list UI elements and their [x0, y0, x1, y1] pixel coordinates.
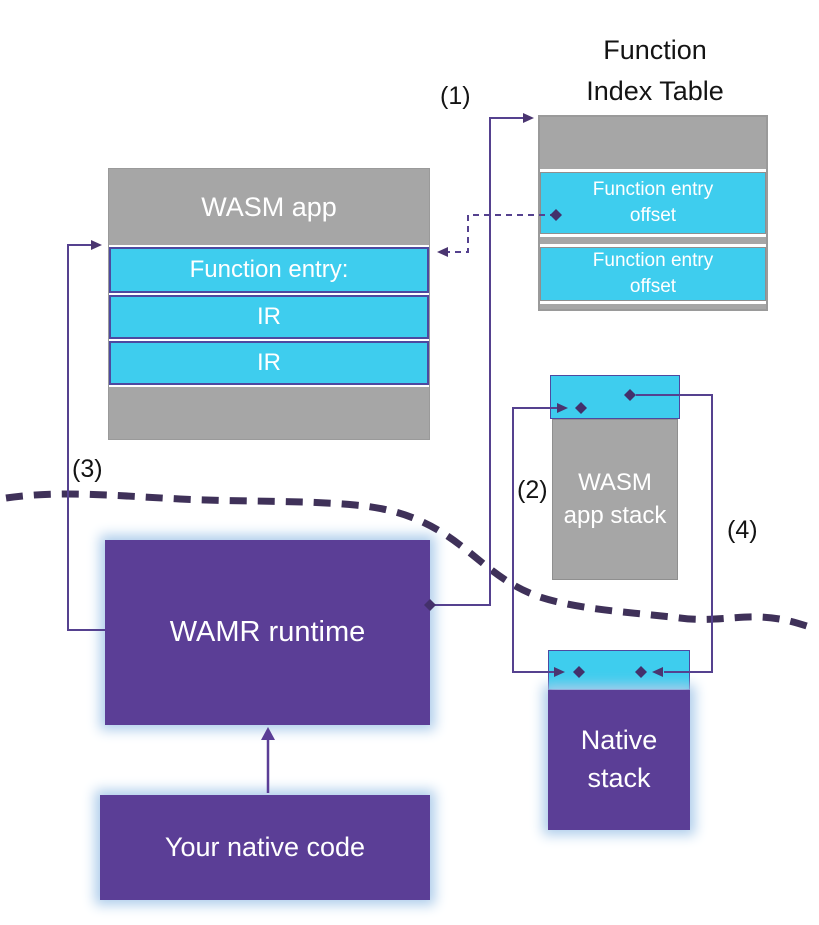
wasm-app-stack-label-line2: app stack [563, 501, 667, 529]
wasm-app-stack-top-bar [550, 375, 680, 419]
native-code-to-runtime-arrow [261, 727, 275, 793]
function-entry-row: Function entry: [109, 247, 429, 293]
ir-row-1: IR [109, 295, 429, 339]
function-entry-label: Function entry: [189, 256, 349, 283]
your-native-code-label: Your native code [164, 832, 366, 862]
wasm-app-gray-footer [109, 387, 429, 439]
native-stack: Native stack [548, 690, 690, 830]
function-entry-offset-label-2: Function entry offset [592, 250, 714, 297]
ir-label-1: IR [257, 303, 281, 330]
function-index-table: Function entry offset Function entry off… [538, 115, 768, 311]
function-index-table-title: Function Index Table [536, 30, 774, 112]
annotation-step-4: (4) [727, 516, 758, 544]
connector-1 [424, 113, 534, 611]
wasm-app-stack: WASM app stack [552, 419, 678, 580]
wamr-runtime-box: WAMR runtime [105, 540, 430, 725]
table-gray-band-bottom [540, 304, 766, 309]
function-entry-offset-row-1: Function entry offset [540, 172, 766, 234]
ir-label-2: IR [257, 349, 281, 376]
native-stack-label-line2: stack [587, 763, 651, 793]
wasm-app-box: WASM app Function entry: IR IR [108, 168, 430, 440]
wamr-runtime-label: WAMR runtime [169, 616, 366, 648]
title-line-2: Index Table [586, 76, 724, 106]
title-line-1: Function [603, 35, 707, 65]
function-entry-offset-label-1: Function entry offset [592, 179, 714, 226]
annotation-step-2: (2) [517, 476, 548, 504]
your-native-code-box: Your native code [100, 795, 430, 900]
wasm-app-stack-label-line1: WASM [578, 469, 652, 497]
wasm-app-title: WASM app [201, 191, 337, 222]
connector-3 [67, 240, 105, 631]
table-gray-band-top [540, 117, 766, 169]
function-entry-offset-row-2: Function entry offset [540, 247, 766, 301]
wasm-app-header: WASM app [109, 169, 429, 245]
annotation-step-1: (1) [440, 82, 471, 110]
ir-row-2: IR [109, 341, 429, 385]
annotation-step-3: (3) [72, 455, 103, 483]
native-stack-label-line1: Native [580, 725, 658, 756]
table-gray-band-middle [540, 237, 766, 244]
native-stack-top-bar [548, 650, 690, 690]
